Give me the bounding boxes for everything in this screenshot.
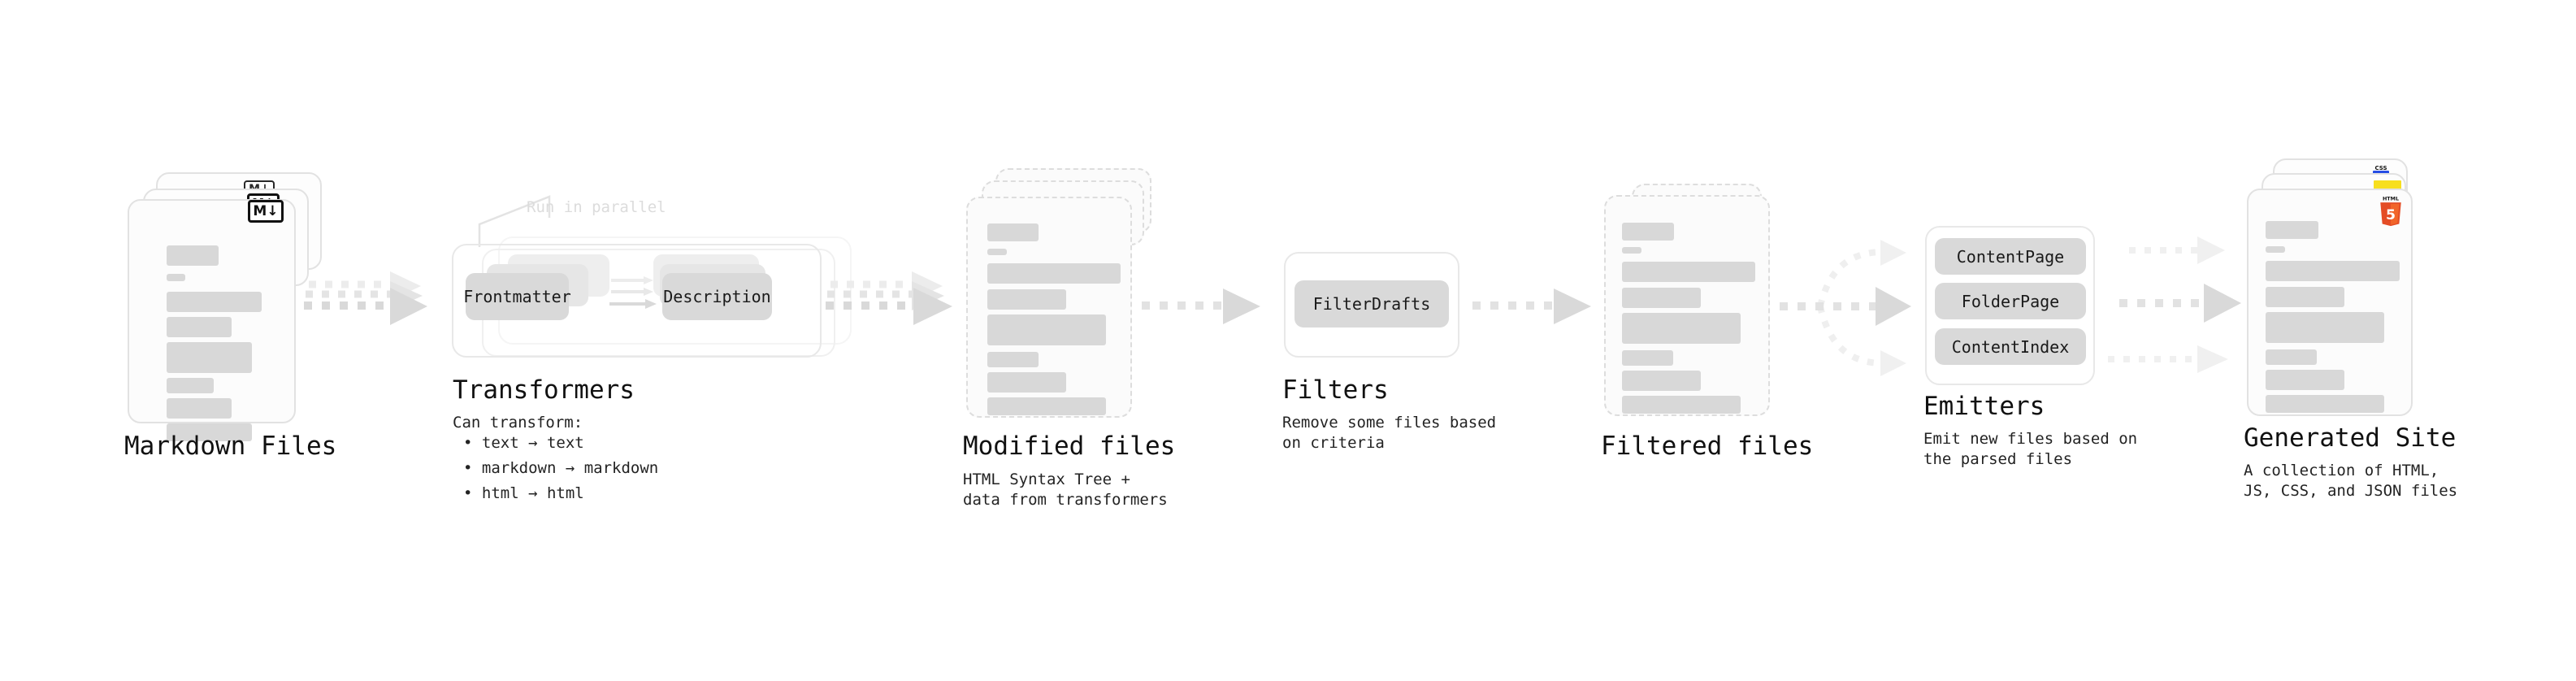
skeleton-line: [2266, 261, 2400, 281]
skeleton-line: [167, 317, 232, 337]
connector-filters-to-filtered-files: [1472, 288, 1591, 324]
modified-files-description: HTML Syntax Tree + data from transformer…: [963, 471, 1168, 509]
stage-label-generated-site: Generated Site: [2244, 423, 2457, 453]
skeleton-title: [987, 223, 1039, 241]
transformers-description: Can transform:: [453, 414, 583, 432]
filters-description: Remove some files based on criteria: [1282, 414, 1497, 452]
transformer-node-description[interactable]: Description: [662, 273, 772, 320]
stage-label-filtered-files: Filtered files: [1601, 432, 1814, 461]
skeleton-line: [167, 378, 214, 393]
run-in-parallel-label: Run in parallel: [527, 198, 666, 216]
emitters-group: [1925, 226, 2095, 385]
skeleton-line: [987, 289, 1066, 310]
transformers-bullet-1: • text → text: [463, 434, 584, 452]
skeleton-title: [167, 245, 219, 266]
connector-filtered-files-to-emitters: [1780, 240, 1911, 376]
markdown-icon-arrow: ↓: [267, 202, 279, 219]
transformers-bullet-label: html → html: [481, 484, 584, 502]
skeleton-title: [2266, 221, 2318, 239]
connector-modified-files-to-filters: [1142, 288, 1260, 324]
skeleton-line: [1622, 371, 1701, 391]
transformers-bullet-label: markdown → markdown: [481, 459, 659, 477]
stage-label-emitters: Emitters: [1923, 392, 2045, 421]
skeleton-line: [2266, 395, 2384, 413]
emitter-node-label: ContentPage: [1956, 246, 2065, 267]
generated-site-card-front: [2247, 189, 2413, 416]
skeleton-line: [1622, 288, 1701, 308]
transformer-group-front: [452, 244, 822, 358]
skeleton-subtitle: [2266, 246, 2285, 253]
modified-file-card-front: [966, 197, 1132, 418]
emitter-node-label: ContentIndex: [1951, 336, 2070, 357]
emitters-description: Emit new files based on the parsed files: [1923, 430, 2138, 468]
skeleton-line: [167, 423, 252, 441]
connector-transformers-to-modified-files: [826, 271, 952, 325]
transformer-node-label: Frontmatter: [463, 287, 571, 306]
markdown-icon: M↓: [248, 200, 284, 223]
filter-node-label: FilterDrafts: [1312, 294, 1431, 314]
filter-node-filterdrafts[interactable]: FilterDrafts: [1295, 280, 1449, 327]
filters-group: [1284, 252, 1459, 358]
transformers-bullet-2: • markdown → markdown: [463, 459, 659, 477]
skeleton-subtitle: [1622, 247, 1641, 254]
filtered-file-card-front: [1604, 195, 1770, 416]
skeleton-line: [2266, 370, 2344, 390]
markdown-icon-letter: M: [253, 202, 267, 219]
skeleton-line: [167, 292, 262, 312]
skeleton-line: [2266, 287, 2344, 307]
skeleton-line: [1622, 350, 1673, 366]
skeleton-line: [2266, 312, 2384, 343]
html5-icon-label: HTML: [2383, 196, 2399, 202]
html5-icon: HTML 5: [2380, 196, 2401, 227]
stage-label-transformers: Transformers: [453, 375, 635, 405]
css3-icon-label: CSS: [2374, 165, 2387, 171]
emitter-node-folderpage[interactable]: FolderPage: [1935, 283, 2086, 319]
skeleton-line: [2266, 349, 2317, 365]
skeleton-line: [1622, 262, 1755, 282]
transformers-bullet-3: • html → html: [463, 484, 584, 502]
connector-markdown-to-transformers: [304, 271, 427, 325]
skeleton-title: [1622, 223, 1674, 241]
skeleton-subtitle: [167, 274, 185, 281]
skeleton-line: [1622, 396, 1741, 414]
emitter-node-label: FolderPage: [1961, 291, 2060, 311]
stage-label-markdown-files: Markdown Files: [124, 432, 337, 461]
skeleton-line: [167, 398, 232, 419]
skeleton-line: [987, 263, 1121, 284]
skeleton-line: [987, 314, 1106, 345]
skeleton-line: [1622, 313, 1741, 344]
transformer-node-label: Description: [663, 287, 771, 306]
emitter-node-contentpage[interactable]: ContentPage: [1935, 238, 2086, 275]
connector-emitters-to-generated-site: [2108, 236, 2241, 373]
generated-site-description: A collection of HTML, JS, CSS, and JSON …: [2244, 462, 2458, 500]
emitter-node-contentindex[interactable]: ContentIndex: [1935, 328, 2086, 365]
transformers-bullet-label: text → text: [481, 434, 584, 452]
skeleton-line: [987, 397, 1106, 415]
skeleton-line: [167, 342, 252, 373]
stage-label-filters: Filters: [1282, 375, 1389, 405]
markdown-file-card-front: [128, 199, 296, 441]
transformer-node-frontmatter[interactable]: Frontmatter: [463, 273, 571, 320]
stage-label-modified-files: Modified files: [963, 432, 1176, 461]
skeleton-line: [987, 352, 1039, 367]
skeleton-subtitle: [987, 249, 1007, 255]
skeleton-line: [987, 372, 1066, 393]
html5-icon-digit: 5: [2386, 207, 2396, 223]
